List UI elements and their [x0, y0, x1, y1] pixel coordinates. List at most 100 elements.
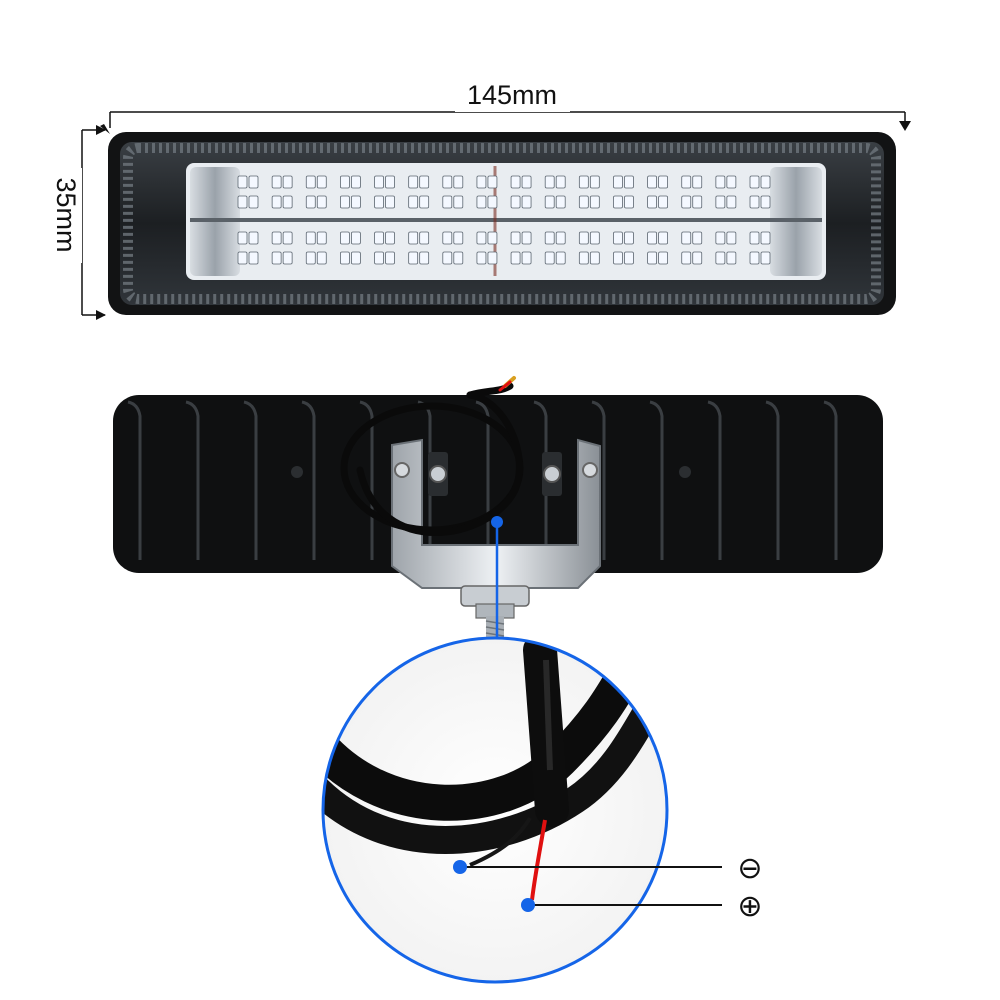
led-chip [453, 251, 464, 265]
led-chip [589, 175, 600, 189]
height-dimension-label: 35mm [51, 177, 81, 252]
led-chip [647, 195, 657, 209]
led-chip [555, 231, 566, 245]
width-dimension: 145mm [100, 80, 911, 134]
led-chip [521, 251, 532, 265]
led-chip [339, 251, 350, 265]
led-chip [419, 175, 430, 189]
led-chip [613, 195, 623, 209]
led-chip [510, 231, 521, 245]
led-chip [271, 251, 282, 265]
heat-sink-fin [533, 400, 548, 560]
led-chip [692, 251, 703, 265]
led-chip [305, 231, 316, 245]
led-chip [521, 175, 532, 189]
led-chip [692, 231, 703, 245]
led-chip [271, 175, 282, 189]
led-chip [521, 231, 532, 245]
negative-symbol: ⊖ [737, 851, 762, 886]
led-chip [385, 231, 395, 245]
led-chip [282, 175, 293, 189]
led-chip [510, 175, 521, 189]
led-chip [305, 175, 316, 189]
led-chip [385, 175, 395, 189]
led-chip [282, 251, 293, 265]
led-chip [453, 175, 464, 189]
led-chip [282, 231, 293, 245]
led-chip [613, 231, 623, 245]
led-chip [624, 231, 634, 245]
led-chip [248, 175, 259, 189]
led-chip [271, 231, 282, 245]
led-chip [544, 231, 555, 245]
led-chip [715, 251, 726, 265]
led-chip [681, 251, 692, 265]
height-dimension: 35mm [50, 125, 106, 320]
led-chip [408, 195, 419, 209]
heat-sink-fin [301, 400, 316, 560]
led-chip [316, 175, 327, 189]
led-chip [419, 251, 430, 265]
led-array [237, 175, 771, 265]
led-chip [476, 251, 487, 265]
led-chip [476, 231, 487, 245]
led-chip [555, 195, 566, 209]
negative-terminal-pointer: ⊖ [453, 851, 763, 886]
heat-sink-fin [591, 400, 606, 560]
zoom-leader [491, 516, 503, 640]
led-chip [271, 195, 282, 209]
heat-sink-fin [243, 400, 258, 560]
led-chip [726, 195, 737, 209]
led-chip [647, 231, 657, 245]
led-chip [715, 231, 726, 245]
led-chip [408, 175, 419, 189]
led-chip [339, 231, 350, 245]
led-chip [248, 195, 259, 209]
led-chip [624, 251, 634, 265]
led-chip [408, 231, 419, 245]
heat-sink-fin [185, 400, 200, 560]
heat-sink-fin [707, 400, 722, 560]
led-chip [624, 195, 634, 209]
heat-sink-fin [475, 400, 490, 560]
led-chip [339, 175, 350, 189]
led-chip [555, 175, 566, 189]
led-chip [658, 231, 668, 245]
led-chip [589, 231, 600, 245]
led-chip [487, 175, 498, 189]
positive-terminal-pointer: ⊕ [521, 889, 763, 924]
led-chip [350, 231, 361, 245]
heat-sink-fin [359, 400, 374, 560]
led-chip [350, 175, 361, 189]
heat-sink-fin [765, 400, 780, 560]
led-chip [350, 195, 361, 209]
led-chip [453, 231, 464, 245]
led-chip [658, 175, 668, 189]
heat-sink-fin [649, 400, 664, 560]
led-chip [760, 195, 771, 209]
led-chip [715, 195, 726, 209]
led-chip [237, 195, 248, 209]
led-chip [681, 231, 692, 245]
led-chip [476, 195, 487, 209]
led-chip [760, 175, 771, 189]
led-chip [487, 195, 498, 209]
led-chip [589, 251, 600, 265]
led-chip [658, 195, 668, 209]
led-chip [385, 195, 395, 209]
led-chip [248, 231, 259, 245]
positive-wire [530, 819, 547, 901]
led-chip [692, 175, 703, 189]
light-bar-front-view [108, 132, 896, 315]
led-chip [442, 195, 453, 209]
led-chip [374, 251, 384, 265]
led-chip [237, 231, 248, 245]
led-chip [453, 195, 464, 209]
led-chip [248, 251, 259, 265]
wire-zoom-circle [321, 636, 669, 984]
led-chip [749, 231, 760, 245]
led-chip [408, 251, 419, 265]
led-chip [760, 251, 771, 265]
led-chip [237, 251, 248, 265]
led-chip [510, 195, 521, 209]
